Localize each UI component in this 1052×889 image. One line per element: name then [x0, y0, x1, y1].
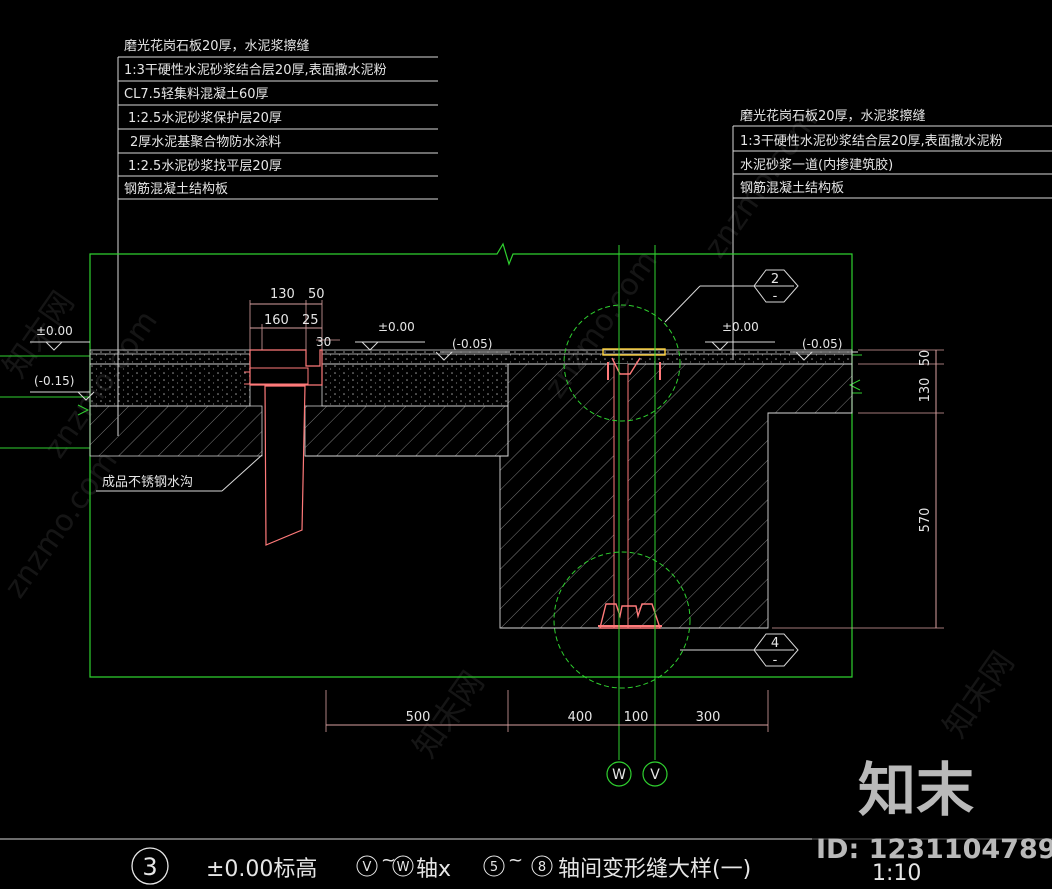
- dim-100: 100: [624, 710, 649, 725]
- bottom-dimensions: 500 400 100 300: [325, 690, 769, 732]
- left-note-7: 钢筋混凝土结构板: [124, 181, 228, 197]
- dim-30: 30: [316, 335, 331, 349]
- drain-label-text: 成品不锈钢水沟: [102, 475, 193, 490]
- axis-label-v: V: [650, 767, 660, 783]
- detail-ref-2-sheet: -: [773, 289, 778, 304]
- axis-label-w: W: [612, 767, 626, 783]
- elevation-markers: ±0.00 (-0.15) ±0.00 (-0.05) ±0.00 (-0.05…: [30, 320, 858, 401]
- elevation-mid-zero: ±0.00: [378, 320, 415, 334]
- elevation-mid-minus: (-0.05): [452, 337, 492, 351]
- axis-lines: W V: [606, 245, 668, 787]
- detail-circles: [553, 285, 760, 689]
- dim-160: 160: [264, 313, 289, 328]
- left-note-5: 2厚水泥基聚合物防水涂料: [130, 134, 281, 150]
- title-number: 3: [142, 853, 157, 881]
- watermark-site: znzmo.com: [0, 444, 125, 604]
- title-suffix: 轴间变形缝大样(一): [558, 857, 751, 882]
- detail-ref-4-number: 4: [771, 636, 779, 651]
- section-outline: [0, 242, 862, 678]
- right-note-2: 1:3干硬性水泥砂浆结合层20厚,表面撒水泥粉: [740, 133, 1003, 149]
- dim-25: 25: [302, 313, 319, 328]
- right-note-4: 钢筋混凝土结构板: [740, 180, 844, 196]
- brand-logo-text: 知末: [858, 756, 974, 824]
- structure-section: [89, 349, 853, 629]
- title-block: 3 ±0.00标高 V ~ W 轴x 5 ~ 8 轴间变形缝大样(一) 1:10: [0, 838, 1052, 886]
- elevation-right-zero: ±0.00: [722, 320, 759, 334]
- title-tilde: ~: [381, 850, 396, 871]
- title-axis-w: W: [397, 860, 410, 875]
- left-note-2: 1:3干硬性水泥砂浆结合层20厚,表面撒水泥粉: [124, 62, 387, 78]
- elevation-right-minus: (-0.05): [802, 337, 842, 351]
- dim-50: 50: [308, 287, 325, 302]
- top-dimensions: 130 50 160 25 30: [249, 287, 340, 350]
- left-note-6: 1:2.5水泥砂浆找平层20厚: [128, 159, 282, 174]
- title-scale: 1:10: [872, 861, 921, 886]
- dim-right-570: 570: [918, 508, 933, 533]
- right-notes: 磨光花岗石板20厚，水泥浆擦缝 1:3干硬性水泥砂浆结合层20厚,表面撒水泥粉 …: [732, 108, 1052, 360]
- left-note-3: CL7.5轻集料混凝土60厚: [124, 86, 269, 102]
- elevation-left-zero: ±0.00: [36, 324, 73, 338]
- dim-300: 300: [696, 710, 721, 725]
- title-tilde-2: ~: [508, 850, 523, 871]
- dim-500: 500: [406, 710, 431, 725]
- dim-right-50: 50: [918, 350, 933, 367]
- brand-id: ID: 1231104789: [816, 834, 1052, 865]
- left-note-4: 1:2.5水泥砂浆保护层20厚: [128, 111, 282, 126]
- elevation-left-minus: (-0.15): [34, 374, 74, 388]
- right-dimensions: 50 130 570: [772, 349, 944, 629]
- title-axis-5: 5: [490, 860, 498, 875]
- left-note-1: 磨光花岗石板20厚，水泥浆擦缝: [124, 38, 310, 54]
- dim-right-130: 130: [918, 378, 933, 403]
- watermark-cn: 知末网: [935, 644, 1021, 744]
- brand-watermark: 知末 ID: 1231104789: [812, 756, 1052, 865]
- right-note-3: 水泥砂浆一道(内掺建筑胶): [740, 157, 893, 173]
- detail-ref-2: 2 -: [753, 269, 799, 304]
- stainless-drain: [244, 349, 323, 546]
- detail-ref-4: 4 -: [753, 633, 799, 668]
- title-axis-8: 8: [538, 860, 546, 875]
- title-mid: 轴x: [416, 857, 451, 882]
- title-axis-v: V: [363, 860, 372, 875]
- detail-ref-2-number: 2: [771, 272, 779, 287]
- right-note-1: 磨光花岗石板20厚，水泥浆擦缝: [740, 108, 926, 124]
- title-prefix: ±0.00标高: [206, 857, 317, 882]
- detail-ref-4-sheet: -: [773, 653, 778, 668]
- dim-130: 130: [270, 287, 295, 302]
- dim-400: 400: [568, 710, 593, 725]
- drain-label: 成品不锈钢水沟: [96, 454, 263, 492]
